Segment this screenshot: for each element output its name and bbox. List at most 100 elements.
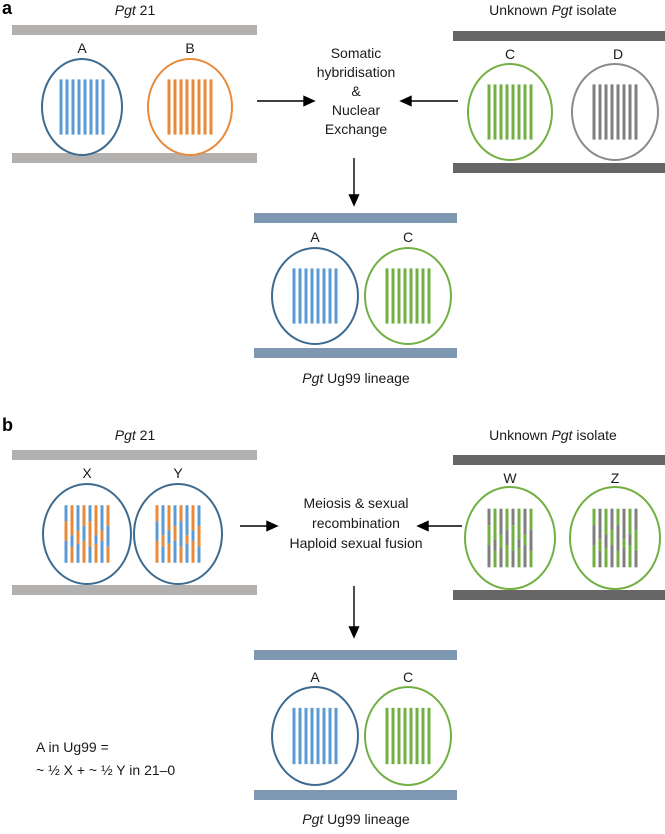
chromosome-segment: [523, 545, 527, 568]
chromosome: [499, 84, 503, 140]
membrane-bottom: [254, 348, 457, 358]
process-line: hybridisation: [317, 64, 396, 80]
chromosome-segment: [100, 540, 104, 563]
chromosome-segment: [185, 535, 189, 544]
chromosome-segment: [173, 540, 177, 563]
chromosome-segment: [598, 508, 602, 540]
process-line: Nuclear: [332, 102, 381, 118]
chromosome-segment: [88, 505, 92, 522]
chromosome: [71, 79, 75, 135]
chromosome: [427, 707, 431, 765]
chromosome-segment: [64, 540, 68, 563]
process-line: Haploid sexual fusion: [289, 535, 422, 551]
equation-line-1: A in Ug99 =: [36, 739, 109, 755]
membrane-bottom: [453, 590, 665, 600]
chromosome-segment: [197, 546, 201, 563]
chromosome: [179, 79, 183, 135]
chromosome: [622, 84, 626, 140]
chromosome-segment: [64, 505, 68, 522]
panel-b-right-isolate-label: Unknown Pgt isolate: [489, 427, 617, 443]
chromosome: [292, 268, 296, 324]
chromosome-segment: [592, 508, 596, 526]
nuclear-envelope: [42, 483, 132, 585]
nuclear-envelope: [271, 247, 359, 345]
nucleus-y: [133, 483, 223, 585]
membrane-bottom: [453, 163, 665, 173]
chromosome-segment: [155, 540, 159, 563]
caption-rest: Ug99 lineage: [323, 811, 410, 827]
chromosome-segment: [505, 545, 509, 568]
nucleus-c: [467, 63, 553, 161]
membrane-bottom: [254, 790, 457, 800]
chromosome-segment: [616, 508, 620, 526]
chromosome-segment: [487, 545, 491, 568]
chromosome: [634, 84, 638, 140]
chromosome-segment: [191, 505, 195, 531]
isolate-genus: Pgt: [551, 2, 573, 18]
membrane-bottom: [12, 153, 257, 163]
chromosome-segment: [161, 546, 165, 563]
chromosome-segment: [70, 535, 74, 547]
chromosome: [322, 707, 326, 765]
chromosome: [59, 79, 63, 135]
chromosome-segment: [517, 508, 521, 540]
chromosome-segment: [493, 550, 497, 568]
chromosome: [310, 268, 314, 324]
caption-genus: Pgt: [302, 370, 324, 386]
chromosome-segment: [197, 525, 201, 547]
chromosome: [173, 79, 177, 135]
chromosome-segment: [94, 543, 98, 563]
nucleus-c: [364, 686, 452, 786]
chromosome-segment: [76, 530, 80, 544]
chromosome: [316, 707, 320, 765]
panel-a-left-isolate-label: Pgt 21: [115, 2, 156, 18]
chromosome: [592, 84, 596, 140]
arrowhead: [303, 95, 316, 107]
chromosome-segment: [529, 550, 533, 568]
nucleus-d: [571, 63, 659, 161]
panel-a-result-caption: Pgt Ug99 lineage: [302, 370, 410, 386]
chromosome: [493, 84, 497, 140]
nucleus-label: B: [185, 40, 194, 56]
panel-a-letter: a: [2, 0, 13, 18]
chromosome-segment: [622, 539, 626, 548]
chromosome-segment: [604, 508, 608, 535]
chromosome-segment: [523, 508, 527, 535]
chromosome-segment: [155, 505, 159, 522]
arrowhead: [266, 520, 279, 532]
chromosome-segment: [185, 543, 189, 563]
chromosome-segment: [604, 547, 608, 568]
chromosome-segment: [82, 525, 86, 541]
membrane-top: [453, 31, 665, 41]
chromosome: [310, 707, 314, 765]
chromosome-segment: [487, 508, 491, 526]
chromosome: [409, 707, 413, 765]
chromosome: [185, 79, 189, 135]
chromosome-segment: [499, 534, 503, 548]
chromosome-segment: [523, 534, 527, 546]
chromosome-segment: [616, 525, 620, 551]
chromosome-segment: [76, 543, 80, 563]
chromosome-segment: [622, 547, 626, 568]
chromosome-segment: [628, 508, 632, 535]
chromosome-segment: [161, 535, 165, 547]
nucleus-label: A: [310, 669, 320, 685]
chromosome: [415, 707, 419, 765]
nucleus-a: [41, 58, 123, 156]
nucleus-label: W: [503, 470, 517, 486]
chromosome: [298, 268, 302, 324]
nuclear-envelope: [569, 486, 661, 590]
chromosome-segment: [94, 535, 98, 544]
chromosome: [391, 268, 395, 324]
chromosome: [397, 268, 401, 324]
nuclear-envelope: [147, 58, 233, 156]
arrowhead: [399, 95, 412, 107]
membrane-top: [453, 455, 665, 465]
chromosome: [95, 79, 99, 135]
chromosome-segment: [517, 547, 521, 568]
nuclear-envelope: [41, 58, 123, 156]
chromosome: [316, 268, 320, 324]
chromosome: [517, 84, 521, 140]
